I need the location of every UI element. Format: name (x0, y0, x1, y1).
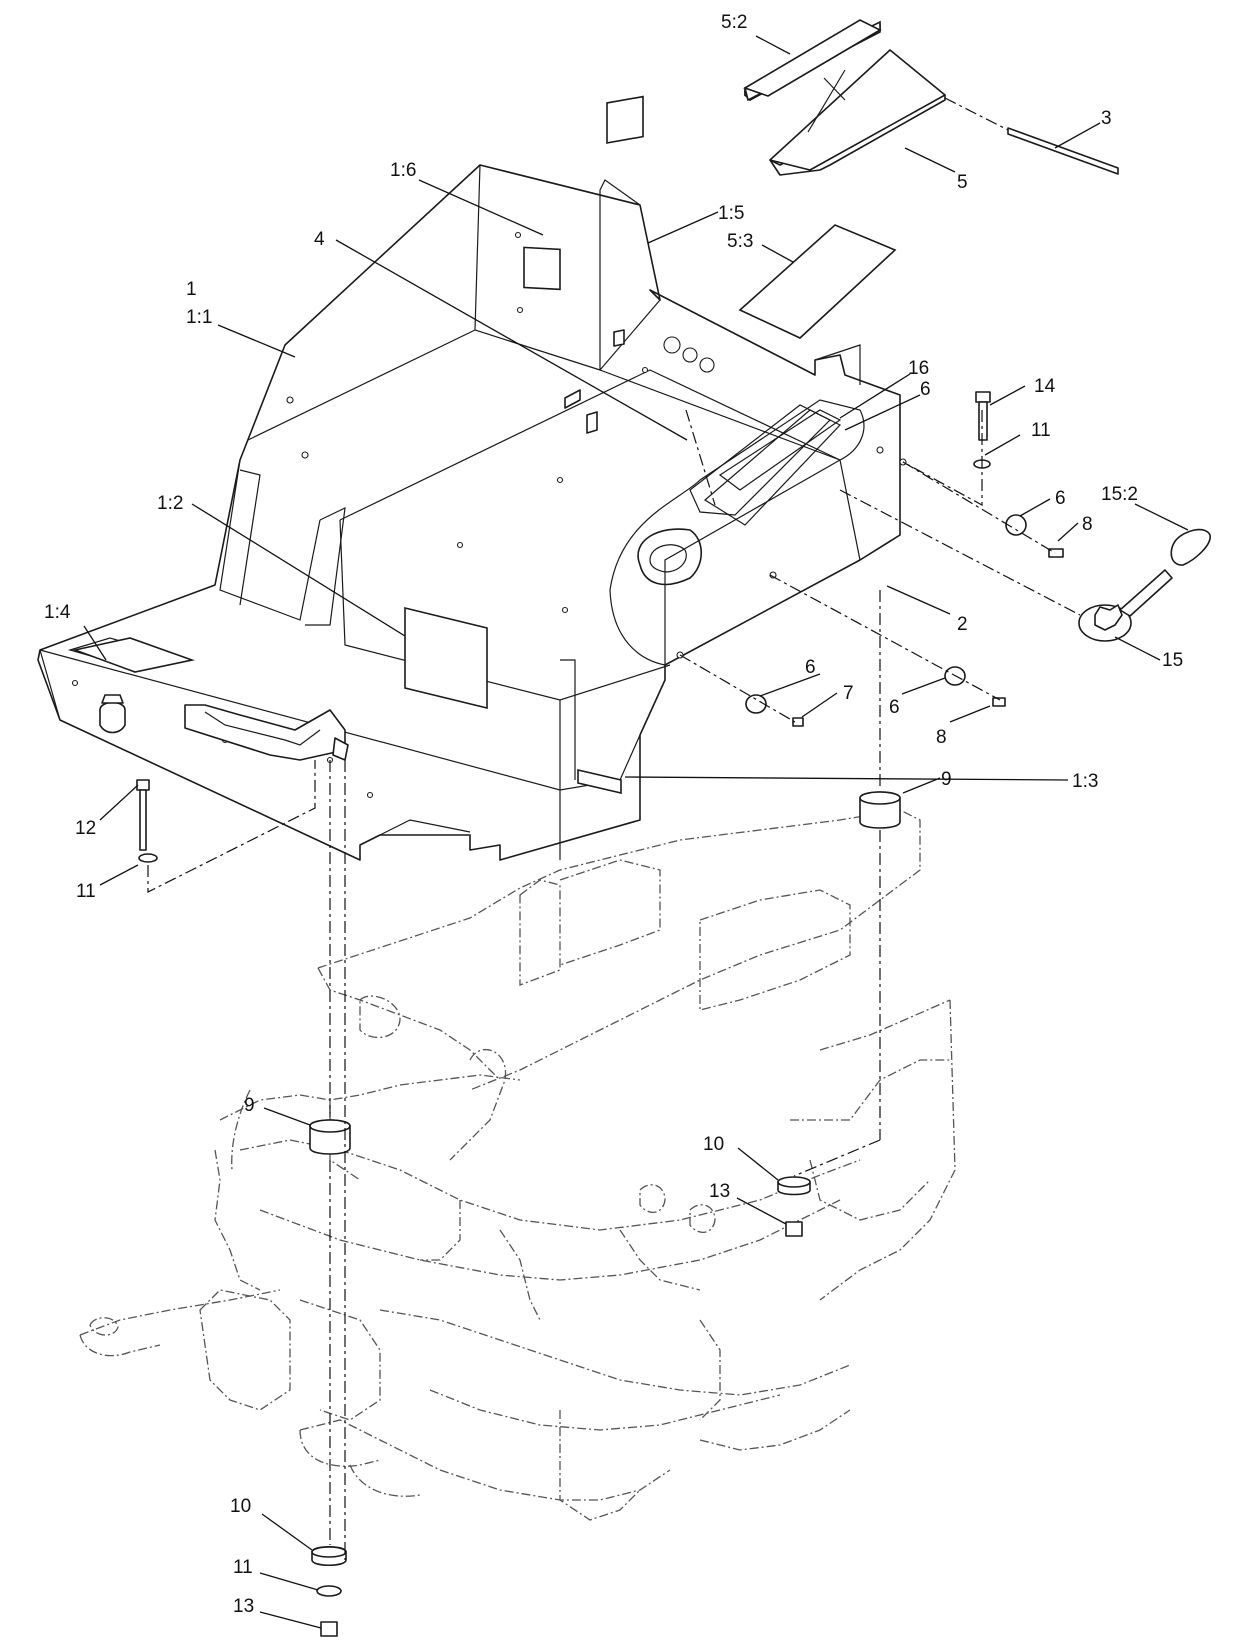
callout-15: 15 (1162, 650, 1183, 671)
decal-1-3 (577, 768, 622, 795)
washer-11-bottom (316, 1585, 342, 1597)
callout-13-right: 13 (709, 1181, 730, 1202)
washer-10-right-top (777, 1176, 811, 1188)
panel-cross-1 (807, 69, 846, 133)
top-panel-5-face (769, 49, 946, 171)
bolt-12 (136, 779, 150, 851)
callout-16: 16 (908, 358, 929, 379)
callout-1: 1 (186, 279, 197, 300)
callout-10-right: 10 (703, 1134, 724, 1155)
washer-6-lower (745, 694, 767, 714)
callout-1-4: 1:4 (44, 602, 71, 623)
callout-10-bottom: 10 (230, 1496, 251, 1517)
bolt-14 (975, 391, 991, 441)
screw-7 (792, 717, 804, 727)
screw-8-lower (992, 697, 1006, 707)
callout-15-2: 15:2 (1101, 484, 1138, 505)
callout-3: 3 (1101, 108, 1112, 129)
grip-15-2 (1170, 528, 1211, 566)
rod-3-axis (944, 97, 1009, 131)
callout-1-1: 1:1 (186, 307, 212, 328)
callout-5-2: 5:2 (721, 12, 747, 33)
callout-6-right: 6 (1055, 488, 1066, 509)
callout-9-right: 9 (941, 769, 952, 790)
isolator-9-right (859, 791, 901, 829)
callout-6-top: 6 (920, 379, 931, 400)
callout-labels: 5:2 3 5 1:6 1:5 4 5:3 1 1:1 16 6 14 11 6… (44, 12, 1183, 1617)
nut-13-right (785, 1221, 803, 1237)
callout-12: 12 (75, 818, 96, 839)
callout-5-3: 5:3 (727, 231, 753, 252)
callout-7: 7 (843, 683, 854, 704)
callout-1-3: 1:3 (1072, 771, 1098, 792)
callout-13-bottom: 13 (233, 1596, 254, 1617)
callout-1-5: 1:5 (718, 203, 744, 224)
callout-11-left: 11 (76, 881, 96, 902)
callout-14: 14 (1034, 376, 1056, 397)
callout-4: 4 (314, 229, 325, 250)
decal-5-3 (738, 224, 897, 339)
washer-10-bottom-top (311, 1546, 347, 1558)
decal-1-6 (523, 246, 561, 291)
decal-5-2-main (743, 19, 882, 97)
decal-1-2 (404, 606, 488, 710)
callout-11-top: 11 (1031, 420, 1051, 441)
washer-6-right (1005, 514, 1027, 536)
decal-1-5 (606, 95, 644, 144)
nut-13-bottom (320, 1621, 338, 1637)
seat-latch-bracket (99, 694, 349, 761)
console-tray (703, 409, 841, 526)
washer-11-left (138, 853, 158, 863)
callout-8-lower: 8 (936, 727, 947, 748)
callout-8-top: 8 (1082, 514, 1093, 535)
callout-2: 2 (957, 614, 968, 635)
callout-9-left: 9 (244, 1095, 255, 1116)
panel-cross-2 (823, 77, 846, 101)
callout-11-bottom: 11 (233, 1557, 253, 1578)
isolator-9-left (309, 1119, 351, 1155)
decal-1-4 (72, 637, 195, 673)
callout-6-right-lower: 6 (889, 697, 900, 718)
chassis-frame-phantom (79, 809, 956, 1521)
rod-3 (1007, 127, 1119, 175)
callout-1-2: 1:2 (157, 493, 183, 514)
assembly-centerlines (147, 409, 1081, 1560)
callout-6-lower: 6 (805, 657, 816, 678)
leader-lines (83, 35, 1189, 1629)
callout-1-6: 1:6 (390, 160, 416, 181)
wrench-handle-15 (1078, 569, 1173, 642)
screw-8-top (1048, 548, 1064, 558)
callout-5: 5 (957, 172, 968, 193)
